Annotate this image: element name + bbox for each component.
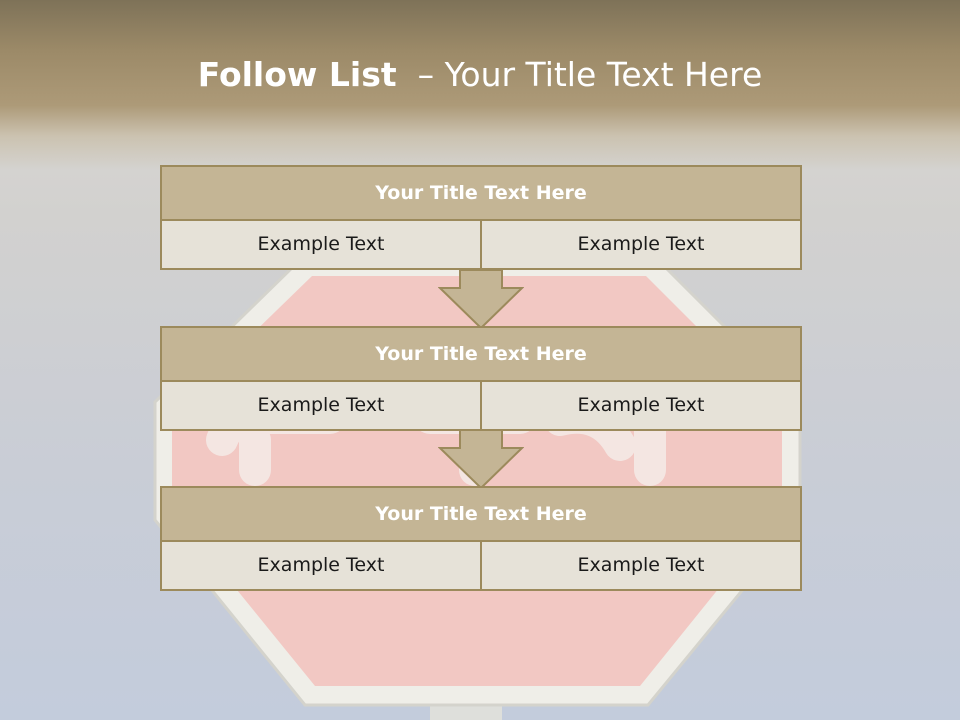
step-title: Your Title Text Here [160, 165, 802, 221]
step-title: Your Title Text Here [160, 486, 802, 542]
step-items: Example Text Example Text [160, 542, 802, 591]
step-item: Example Text [257, 233, 385, 255]
down-arrow-icon [438, 430, 524, 490]
slide-title-bold: Follow List [197, 55, 397, 94]
step-title: Your Title Text Here [160, 326, 802, 382]
slide-title-rest: – Your Title Text Here [417, 55, 763, 94]
step-box-1: Your Title Text Here Example Text Exampl… [160, 165, 802, 270]
header-band [0, 0, 960, 170]
down-arrow-icon [438, 270, 524, 330]
step-items: Example Text Example Text [160, 221, 802, 270]
step-item: Example Text [480, 542, 800, 589]
slide-title: Follow List – Your Title Text Here [0, 52, 960, 98]
step-item: Example Text [480, 221, 800, 268]
step-items: Example Text Example Text [160, 382, 802, 431]
step-box-3: Your Title Text Here Example Text Exampl… [160, 486, 802, 591]
step-box-2: Your Title Text Here Example Text Exampl… [160, 326, 802, 431]
step-item: Example Text [480, 382, 800, 429]
step-item: Example Text [257, 554, 385, 576]
step-item: Example Text [257, 394, 385, 416]
slide-title-gap [397, 55, 418, 94]
